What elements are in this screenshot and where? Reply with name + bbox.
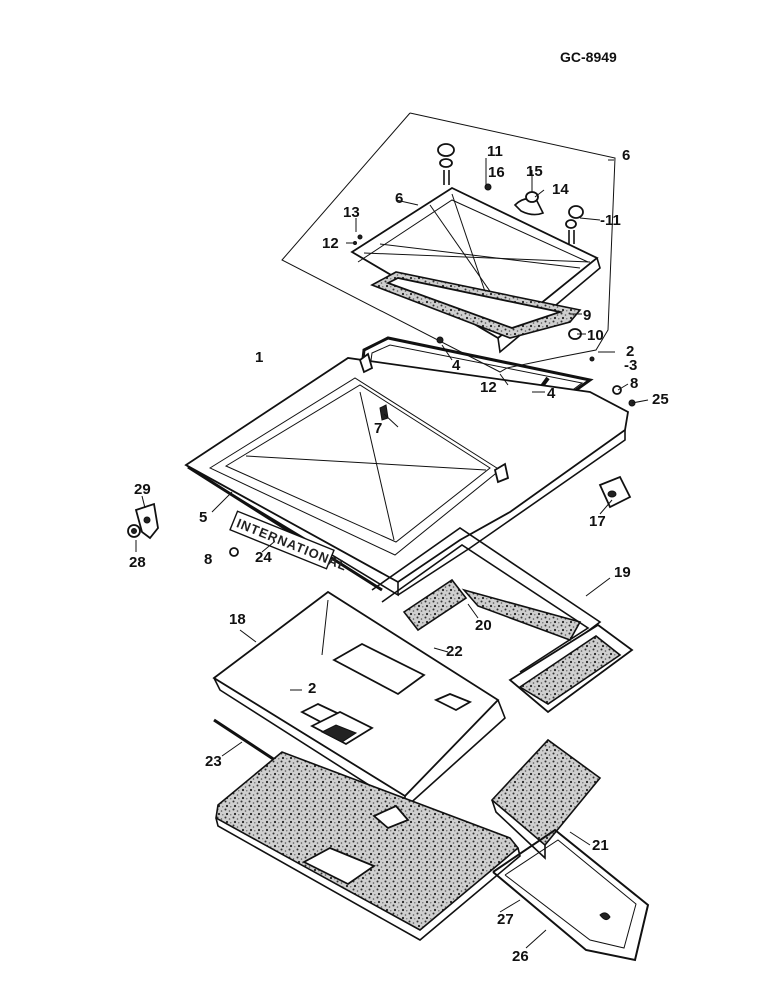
callout-5: 5	[199, 509, 207, 526]
subassembly-outline	[281, 112, 616, 373]
hinge-bracket	[127, 502, 159, 540]
callout-23: 23	[205, 753, 222, 770]
callout-8-right: 8	[630, 375, 638, 392]
callout-6-lid: 6	[395, 190, 403, 207]
hatch-lid	[350, 186, 601, 354]
fastener	[589, 356, 595, 362]
callout-labels: 6 11 16 15 14 6 13 -11 12 9 10 2 1 4 -3 …	[129, 143, 669, 965]
callout-17: 17	[589, 513, 606, 530]
hatch-hardware	[353, 143, 584, 344]
hatch-seal-frame	[370, 271, 582, 339]
callout-12-lower: 12	[480, 379, 497, 396]
callout-14: 14	[552, 181, 569, 198]
callout-26: 26	[512, 948, 529, 965]
callout-9: 9	[583, 307, 591, 324]
callout-28: 28	[129, 554, 146, 571]
callout-29: 29	[134, 481, 151, 498]
foam-liner	[215, 751, 521, 941]
side-light	[598, 475, 632, 509]
callout-11: 11	[487, 143, 503, 160]
callout-22: 22	[446, 643, 463, 660]
callout-16: 16	[488, 164, 505, 181]
callout-10: 10	[587, 327, 604, 344]
callout-2-headliner: 2	[308, 680, 316, 697]
headliner-frame	[371, 527, 634, 714]
bottom-tray	[492, 828, 650, 962]
callout-1: 1	[255, 349, 263, 366]
washer	[612, 385, 622, 395]
roof-panel	[184, 352, 629, 597]
callout-7: 7	[374, 420, 382, 437]
callout-6: 6	[622, 147, 630, 164]
callout-4-strut: 4	[547, 385, 556, 402]
callout-20: 20	[475, 617, 492, 634]
callout-4: 4	[452, 357, 461, 374]
callout-12: 12	[322, 235, 339, 252]
callout-19: 19	[614, 564, 631, 581]
side-foam-pad	[490, 738, 602, 860]
callout-18: 18	[229, 611, 246, 628]
screw	[229, 547, 239, 557]
callout-25: 25	[652, 391, 669, 408]
callout-27: 27	[497, 911, 514, 928]
molding-strip	[187, 465, 383, 592]
callout-13: 13	[343, 204, 360, 221]
callout-2: 2	[626, 343, 634, 360]
callout-3: -3	[624, 357, 637, 374]
callout-11-right: -11	[600, 212, 621, 229]
callout-21: 21	[592, 837, 609, 854]
callout-15: 15	[526, 163, 543, 180]
leader-lines	[135, 158, 649, 949]
callout-8-left: 8	[204, 551, 212, 568]
drawing-code: GC-8949	[560, 49, 617, 65]
callout-24: 24	[255, 549, 272, 566]
